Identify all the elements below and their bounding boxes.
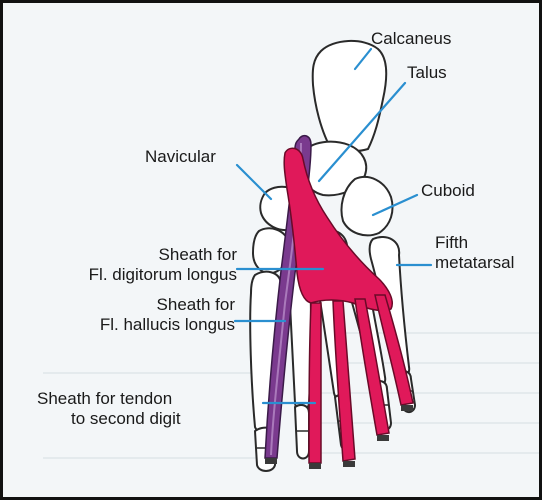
cuboid-bone	[342, 177, 393, 235]
label-sheath-second-digit-line2: to second digit	[71, 409, 181, 428]
leader-navicular	[237, 165, 271, 199]
label-fifth-metatarsal-line1: Fifth	[435, 233, 468, 252]
calcaneus-bone	[313, 41, 387, 151]
label-sheath-fdl-line2: Fl. digitorum longus	[43, 265, 237, 284]
label-cuboid: Cuboid	[421, 181, 475, 200]
label-talus: Talus	[407, 63, 447, 82]
label-sheath-fhl-line1: Sheath for	[43, 295, 235, 314]
label-sheath-fhl-line2: Fl. hallucis longus	[43, 315, 235, 334]
label-calcaneus: Calcaneus	[371, 29, 451, 48]
label-navicular: Navicular	[145, 147, 216, 166]
label-sheath-fdl-line1: Sheath for	[43, 245, 237, 264]
label-sheath-second-digit-line1: Sheath for tendon	[37, 389, 172, 408]
label-fifth-metatarsal-line2: metatarsal	[435, 253, 514, 272]
sheath-tendon-second-digit	[309, 303, 321, 463]
